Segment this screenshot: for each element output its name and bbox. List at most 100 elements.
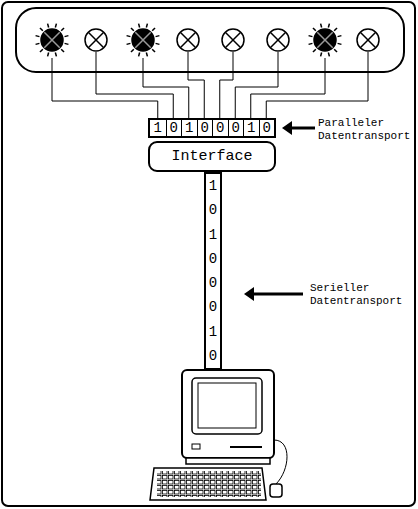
lamp-off (177, 29, 199, 51)
interface-box: Interface (148, 141, 276, 172)
lamp-ray (48, 24, 49, 28)
outer-frame (2, 2, 415, 506)
interface-label: Interface (171, 148, 252, 165)
lamp-ray (139, 24, 140, 28)
bit-digit: 1 (206, 178, 220, 194)
bit-wire (220, 52, 233, 118)
lamp-ray (146, 24, 147, 28)
serial-arrow (244, 287, 303, 301)
lamp-cross (360, 32, 375, 47)
bit-digit: 0 (206, 202, 220, 218)
lamp-ray (131, 28, 134, 31)
lamp-cross (270, 32, 285, 47)
lamp-ray (146, 53, 147, 57)
lamp-off (357, 29, 379, 51)
lamp-off (267, 29, 289, 51)
lamp-ray (156, 36, 160, 37)
transport-label: Paralleler Datentransport (318, 117, 414, 143)
bit-digit: 1 (181, 120, 197, 136)
lamp-cross (44, 32, 59, 47)
lamp-ray (55, 53, 56, 57)
lamp-bulb (357, 29, 379, 51)
lamp-bulb (222, 29, 244, 51)
lamp-cross (225, 32, 240, 47)
lamp-cross (180, 32, 195, 47)
bit-wire (52, 58, 158, 118)
parallel-register: 10100010 (148, 118, 276, 138)
lamp-panel (16, 8, 404, 72)
lamp-ray (139, 53, 140, 57)
bit-wire (143, 58, 189, 118)
lamp-ray (338, 43, 342, 44)
lamp-cross (225, 32, 240, 47)
bit-digit: 0 (206, 299, 220, 315)
parallel-wires (52, 52, 368, 118)
lamp-cross (360, 32, 375, 47)
bit-wire (188, 52, 204, 118)
lamp-ray (321, 53, 322, 57)
lamp-ray (36, 43, 40, 44)
lamp-ray (48, 53, 49, 57)
lamp-cross (135, 32, 150, 47)
bit-digit: 1 (206, 324, 220, 340)
lamp-ray (156, 43, 160, 44)
lamp-cross (88, 32, 103, 47)
lamp-ray (127, 36, 131, 37)
bit-digit: 1 (243, 120, 259, 136)
bit-digit: 0 (206, 348, 220, 364)
lamp-ray (334, 49, 337, 52)
lamp-bulb (41, 29, 63, 51)
lamp-cross (180, 32, 195, 47)
bit-wire (96, 52, 173, 118)
bit-digit: 0 (206, 275, 220, 291)
bit-digit: 0 (206, 251, 220, 267)
lamp-bulb (177, 29, 199, 51)
lamp-ray (55, 24, 56, 28)
lamp-cross (317, 32, 332, 47)
lamp-ray (131, 49, 134, 52)
lamp-ray (40, 28, 43, 31)
lamp-ray (309, 36, 313, 37)
lamp-ray (152, 28, 155, 31)
lamp-cross (270, 32, 285, 47)
lamp-ray (36, 36, 40, 37)
lamp-ray (328, 24, 329, 28)
parallel-arrow (282, 121, 315, 135)
computer (150, 370, 287, 500)
bit-digit: 0 (197, 120, 213, 136)
lamp-off (222, 29, 244, 51)
transport-label: Serieller Datentransport (310, 282, 406, 308)
lamp-cross (88, 32, 103, 47)
lamp-row (36, 24, 379, 57)
bit-wire (235, 52, 278, 118)
lamp-on (36, 24, 69, 57)
lamp-off (85, 29, 107, 51)
bit-digit: 0 (228, 120, 244, 136)
lamp-cross (317, 32, 332, 47)
bit-digit: 0 (212, 120, 228, 136)
bit-digit: 1 (206, 227, 220, 243)
lamp-ray (313, 49, 316, 52)
lamp-cross (44, 32, 59, 47)
lamp-ray (61, 49, 64, 52)
lamp-cross (135, 32, 150, 47)
lamp-ray (334, 28, 337, 31)
bit-digit: 1 (150, 120, 166, 136)
bit-digit: 0 (166, 120, 182, 136)
lamp-ray (40, 49, 43, 52)
bit-digit: 0 (259, 120, 275, 136)
lamp-bulb (314, 29, 336, 51)
bit-wire (251, 58, 325, 118)
lamp-ray (65, 36, 69, 37)
lamp-ray (313, 28, 316, 31)
lamp-ray (328, 53, 329, 57)
serial-line: 1 0 1 0 0 0 1 0 (204, 172, 222, 370)
lamp-ray (65, 43, 69, 44)
lamp-ray (321, 24, 322, 28)
lamp-bulb (85, 29, 107, 51)
lamp-ray (338, 36, 342, 37)
lamp-on (127, 24, 160, 57)
lamp-bulb (267, 29, 289, 51)
lamp-on (309, 24, 342, 57)
bit-wire (266, 52, 368, 118)
